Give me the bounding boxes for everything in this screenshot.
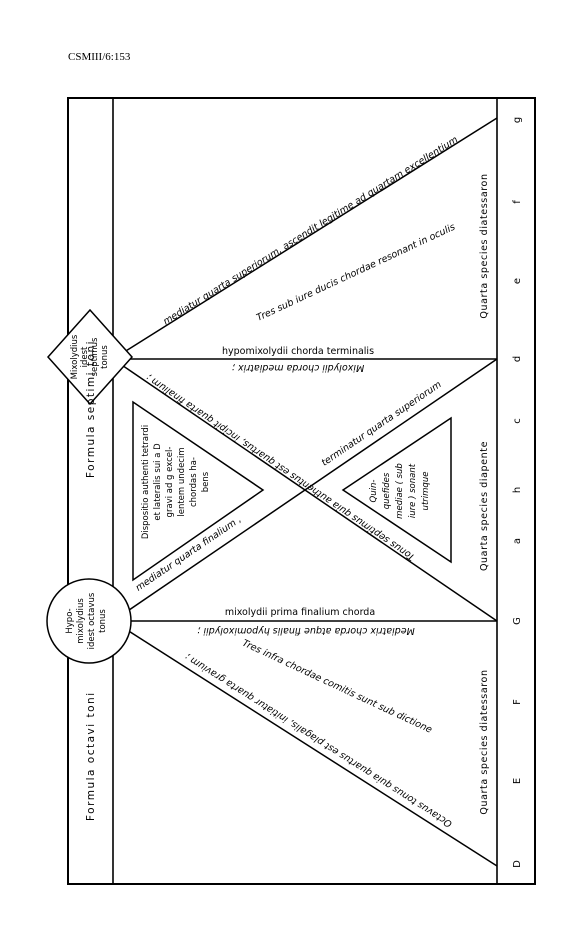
note-c: c [512, 418, 523, 424]
diagonal-top [112, 117, 498, 360]
formula-octavi-label: Formula octavi toni [85, 691, 97, 821]
mixolydius-diamond [46, 308, 134, 406]
left-triangle-line-2: et lateralis sui a D [153, 443, 163, 521]
species-lower: Quarta species diatessaron [479, 669, 490, 814]
diagonal-x-up [112, 358, 498, 622]
caption-lower-above: mixolydii prima finalium chorda [225, 607, 375, 618]
right-triangle-line-2: quefides [382, 472, 392, 509]
outer-frame [67, 97, 536, 885]
right-triangle-line-1: Quin- [369, 480, 379, 503]
note-D: D [512, 860, 523, 868]
note-a: a [512, 538, 523, 544]
caption-upper-above: hypomixolydii chorda terminalis [222, 346, 374, 357]
circle-line-3: idest octavus [87, 592, 97, 649]
note-G: G [512, 617, 523, 625]
right-triangle-line-3: mediae ( sub [395, 463, 405, 519]
diamond-line-4: tonus [100, 345, 110, 369]
caption-lower-below: Mediatrix chorda atque finalis hypomixol… [197, 625, 415, 636]
right-triangle-line-4: iure ) sonant [408, 463, 418, 518]
left-triangle-line-3: gravi ad g excel- [165, 447, 175, 518]
note-g: g [512, 117, 523, 123]
left-triangle-line-5: chordas ha- [189, 457, 199, 507]
note-e: e [512, 278, 523, 284]
caption-upper-below: Mixolydii chorda mediatrix ; [232, 362, 364, 373]
right-triangle-line-5: utrimque [421, 472, 431, 511]
diamond-line-3: septimus [90, 337, 100, 376]
diamond-line-1: Mixolydius [70, 334, 80, 379]
circle-line-4: tonus [98, 609, 108, 633]
hypomixolydius-circle [46, 578, 132, 664]
species-upper: Quarta species diatessaron [479, 173, 490, 318]
note-d: d [512, 356, 523, 362]
left-triangle-line-1: Dispositio authenti tetrardi [141, 425, 151, 539]
note-E: E [512, 778, 523, 784]
note-f: f [512, 200, 523, 204]
diamond-line-2: idest [80, 346, 90, 367]
circle-line-1: Hypo- [65, 608, 75, 633]
note-h: h [512, 487, 523, 493]
caption-x-right: terminatur quarta superiorum [320, 379, 444, 468]
left-triangle-line-4: lentem undecim [177, 447, 187, 516]
right-triangle [341, 416, 452, 564]
diagonal-bottom [112, 620, 498, 867]
formula-septimi-label: Formula septimi toni [85, 340, 97, 478]
left-triangle-line-6: bens [201, 471, 211, 492]
circle-line-2: mixolydius [76, 598, 86, 644]
species-middle: Quarta species diapente [479, 441, 490, 571]
note-F: F [512, 699, 523, 705]
page-reference: CSMIII/6:153 [68, 51, 131, 63]
caption-diagonal-top-inner: Tres sub iure ducis chordae resonant in … [255, 222, 457, 324]
left-triangle [132, 400, 265, 582]
